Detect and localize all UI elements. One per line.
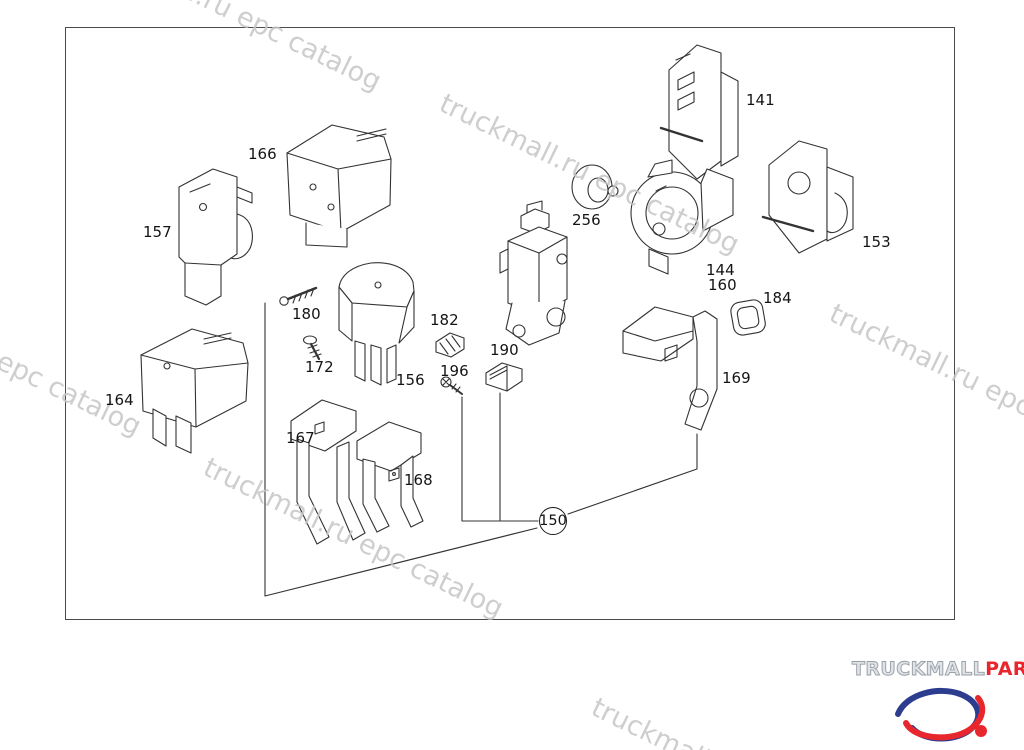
part-label-190[interactable]: 190 — [490, 341, 519, 359]
part-drawing-256 — [571, 164, 619, 210]
part-label-180[interactable]: 180 — [292, 305, 321, 323]
part-drawing-valve — [499, 200, 568, 346]
part-label-182[interactable]: 182 — [430, 311, 459, 329]
part-drawing-166 — [286, 124, 392, 248]
part-label-196[interactable]: 196 — [440, 362, 469, 380]
part-drawing-141 — [659, 44, 739, 180]
part-drawing-164 — [140, 328, 249, 454]
part-drawing-190 — [485, 362, 523, 392]
part-drawing-180 — [279, 286, 318, 306]
part-label-157[interactable]: 157 — [143, 223, 172, 241]
logo-swirl-icon — [895, 687, 987, 742]
part-drawing-169 — [622, 306, 718, 431]
part-label-164[interactable]: 164 — [105, 391, 134, 409]
part-drawing-153 — [761, 140, 854, 254]
part-label-160[interactable]: 160 — [708, 276, 737, 294]
part-label-172[interactable]: 172 — [305, 358, 334, 376]
part-drawing-168 — [356, 421, 424, 533]
part-drawing-172 — [302, 335, 322, 361]
diagram-frame — [65, 27, 955, 620]
part-label-169[interactable]: 169 — [722, 369, 751, 387]
part-label-184[interactable]: 184 — [763, 289, 792, 307]
part-label-153[interactable]: 153 — [862, 233, 891, 251]
part-drawing-156 — [338, 262, 415, 386]
part-label-256[interactable]: 256 — [572, 211, 601, 229]
part-drawing-184 — [730, 299, 766, 336]
part-drawing-144 — [630, 159, 734, 275]
part-label-168[interactable]: 168 — [404, 471, 433, 489]
part-label-144[interactable]: 144 — [706, 261, 735, 279]
part-label-141[interactable]: 141 — [746, 91, 775, 109]
brand-suffix: PARTS — [985, 658, 1024, 680]
brand-text: TRUCKMALLPARTS — [852, 658, 1024, 681]
part-drawing-167 — [290, 399, 366, 545]
brand-name: TRUCKMALL — [852, 658, 986, 681]
brand-logo: TRUCKMALLPARTS — [852, 658, 1024, 746]
assembly-callout[interactable]: 150 — [539, 507, 567, 535]
part-label-156[interactable]: 156 — [396, 371, 425, 389]
leader-lines — [264, 302, 698, 597]
part-label-167[interactable]: 167 — [286, 429, 315, 447]
part-drawing-182 — [435, 332, 465, 358]
part-label-166[interactable]: 166 — [248, 145, 277, 163]
part-drawing-157 — [178, 168, 253, 306]
part-drawing-196 — [440, 376, 463, 395]
